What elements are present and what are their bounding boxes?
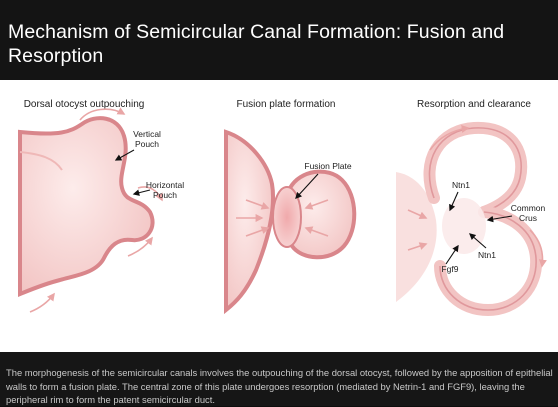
otocyst-outpouching-shape: [20, 118, 153, 294]
panel-heading-fusion-plate: Fusion plate formation: [237, 99, 336, 110]
otocyst-wall-left: [226, 132, 273, 310]
growth-arrow: [30, 294, 54, 312]
panel-resorption: Resorption and clearance Ntn1 Common Cru…: [396, 99, 546, 310]
label-vertical-pouch-1: Vertical: [133, 129, 161, 139]
diagram-svg: Dorsal otocyst outpouching Vertical Pouc…: [0, 80, 558, 352]
label-common-crus-1: Common: [511, 203, 546, 213]
title-bar: Mechanism of Semicircular Canal Formatio…: [0, 0, 558, 80]
label-vertical-pouch-2: Pouch: [135, 139, 159, 149]
label-horizontal-pouch-2: Pouch: [153, 190, 177, 200]
panel-fusion-plate: Fusion plate formation Fusion Plate: [226, 99, 354, 310]
pointer-horizontal-pouch: [134, 190, 150, 194]
caption-bar: The morphogenesis of the semicircular ca…: [0, 352, 558, 406]
diagram-area: Dorsal otocyst outpouching Vertical Pouc…: [0, 80, 558, 352]
fusion-plate: [273, 187, 301, 247]
caption-text: The morphogenesis of the semicircular ca…: [6, 366, 554, 407]
page-title: Mechanism of Semicircular Canal Formatio…: [8, 20, 548, 68]
label-ntn1-top: Ntn1: [452, 180, 470, 190]
panel-heading-outpouching: Dorsal otocyst outpouching: [24, 99, 145, 110]
label-common-crus-2: Crus: [519, 213, 537, 223]
label-horizontal-pouch-1: Horizontal: [146, 180, 184, 190]
panel-outpouching: Dorsal otocyst outpouching Vertical Pouc…: [20, 99, 184, 312]
resorbed-zone: [442, 198, 486, 254]
label-fusion-plate: Fusion Plate: [304, 161, 352, 171]
panel-heading-resorption: Resorption and clearance: [417, 99, 531, 110]
label-ntn1-bottom: Ntn1: [478, 250, 496, 260]
label-fgf9: Fgf9: [441, 264, 458, 274]
